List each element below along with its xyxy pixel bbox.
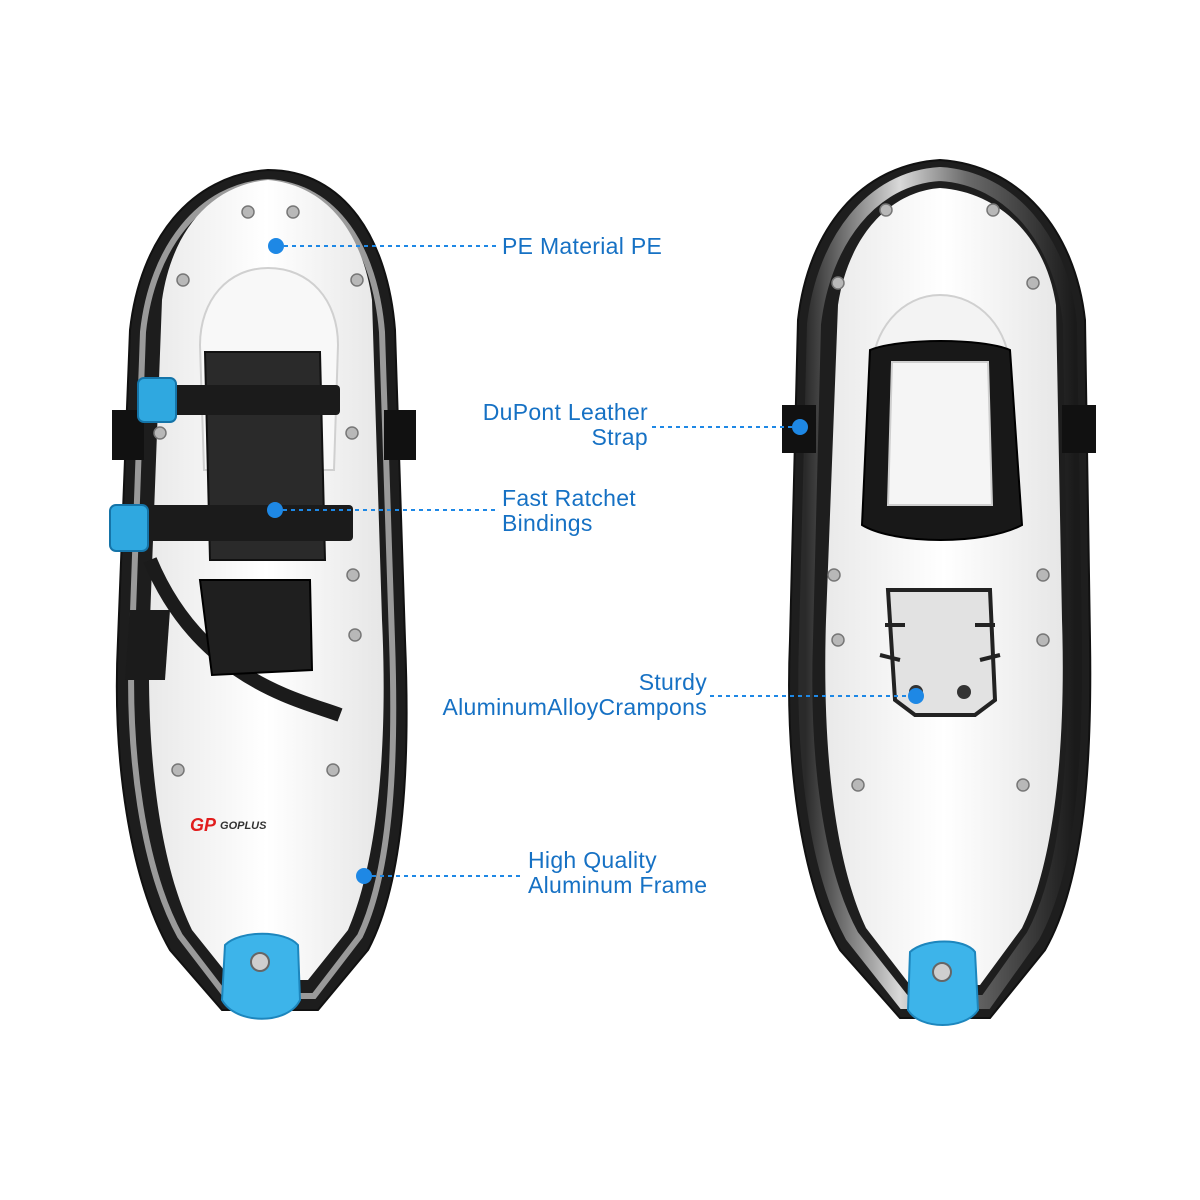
left-tail-cap <box>220 932 302 1020</box>
callout-dot-icon <box>792 419 808 435</box>
callout-ratchet-bindings: Fast Ratchet Bindings <box>502 486 636 536</box>
right-side-strap-right <box>1062 405 1096 453</box>
callout-pe-material-text: PE Material PE <box>502 233 663 259</box>
left-snowshoe <box>109 168 416 1020</box>
callout-dot-icon <box>356 868 372 884</box>
brand-logo-text: GOPLUS <box>220 819 267 832</box>
brand-logo-mark: GP <box>190 815 217 835</box>
callout-crampons-line1: Sturdy <box>638 669 707 695</box>
callout-frame-line2: Aluminum Frame <box>528 872 708 898</box>
callout-frame-line1: High Quality <box>528 847 657 873</box>
callout-frame: High Quality Aluminum Frame <box>528 848 707 898</box>
callout-leather-strap: DuPont Leather Strap <box>468 400 648 450</box>
left-crampon-plate <box>198 579 314 677</box>
callout-dot-icon <box>267 502 283 518</box>
right-rivets <box>827 203 1050 792</box>
brand-logo: GP GOPLUS <box>190 815 266 836</box>
callout-lines <box>275 245 916 877</box>
left-rivets <box>153 205 364 777</box>
callout-leather-strap-line1: DuPont Leather <box>482 399 648 425</box>
left-blue-buckles <box>109 377 177 552</box>
left-ratchet-straps <box>125 385 353 722</box>
right-snowshoe <box>782 158 1096 1026</box>
right-crampon <box>879 588 1001 717</box>
right-cradle-plate <box>886 361 994 506</box>
left-side-strap-right <box>384 410 416 460</box>
callout-crampons-line2: AluminumAlloyCrampons <box>442 694 707 720</box>
callout-dot-icon <box>268 238 284 254</box>
callout-dot-icon <box>908 688 924 704</box>
callout-dots <box>267 238 924 884</box>
callout-ratchet-bindings-line2: Bindings <box>502 510 593 536</box>
callout-leather-strap-line2: Strap <box>591 424 648 450</box>
callout-crampons: Sturdy AluminumAlloyCrampons <box>405 670 707 720</box>
callout-ratchet-bindings-line1: Fast Ratchet <box>502 485 636 511</box>
callout-pe-material: PE Material PE <box>502 234 662 259</box>
right-tail-cap <box>906 940 980 1026</box>
